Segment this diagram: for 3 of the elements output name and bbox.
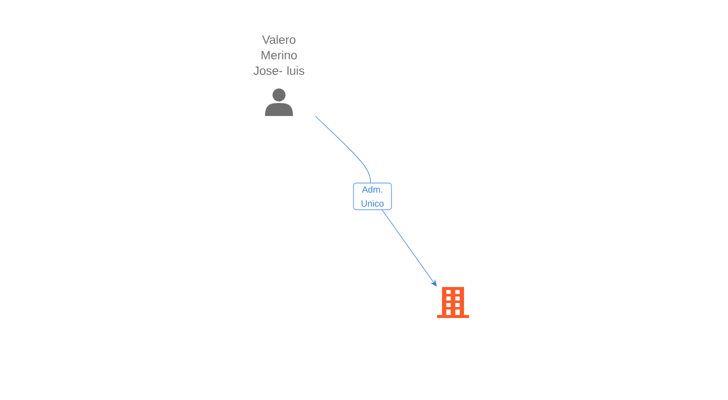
building-icon bbox=[437, 287, 469, 318]
edge-label: Adm. Unico bbox=[353, 182, 392, 210]
person-name: Valero Merino Jose- luis bbox=[254, 35, 304, 75]
